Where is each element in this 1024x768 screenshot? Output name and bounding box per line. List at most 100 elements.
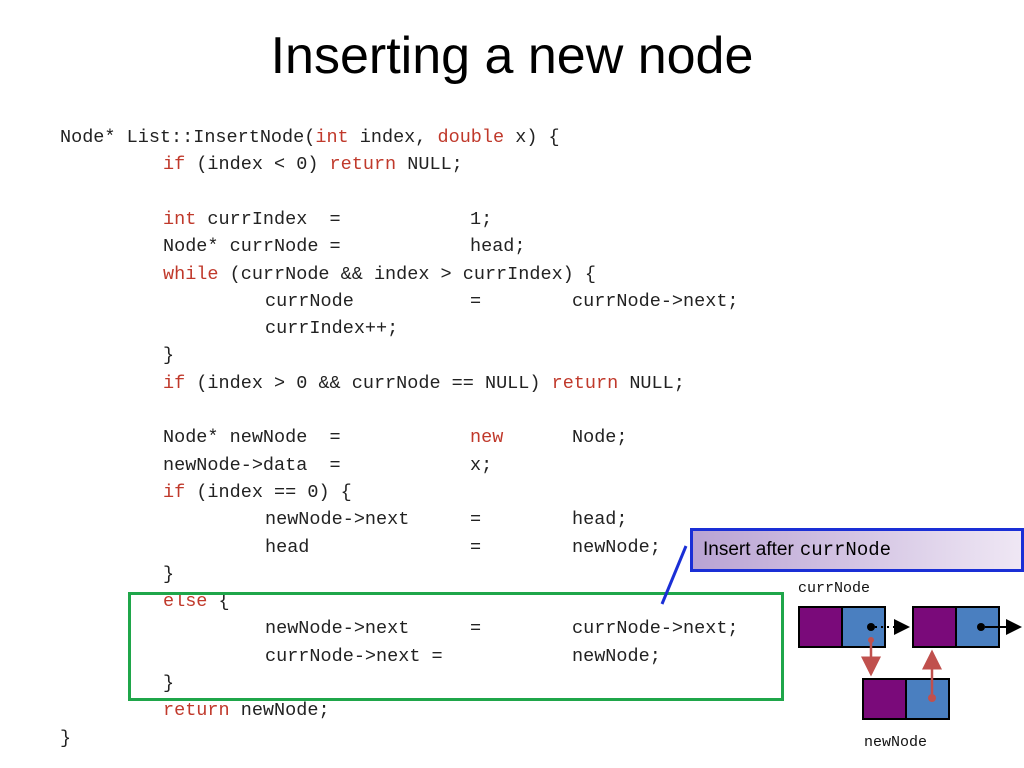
code-segment: head (265, 534, 309, 561)
code-line: Node* currNode = head; (60, 233, 780, 260)
code-line: head = newNode; (60, 534, 780, 561)
code-keyword: if (163, 372, 186, 394)
code-keyword: if (163, 154, 186, 176)
code-segment: currNode->next; (572, 288, 739, 315)
new-node-box (862, 678, 950, 720)
curr-node-pointer-dot (867, 623, 875, 631)
code-line: } (60, 561, 780, 588)
code-segment: if (index == 0) { (163, 479, 352, 506)
code-line: currNode = currNode->next; (60, 288, 780, 315)
code-text: = (470, 509, 482, 531)
code-line: currNode->next = newNode; (60, 643, 780, 670)
code-text: x; (470, 454, 493, 476)
code-text: NULL; (618, 372, 685, 394)
code-text: newNode; (572, 536, 661, 558)
code-segment: } (163, 561, 174, 588)
code-text: Node; (572, 427, 628, 449)
code-text: = (470, 290, 482, 312)
else-branch-highlight-box (128, 592, 784, 701)
code-text: (index > 0 && currNode == NULL) (185, 372, 552, 394)
curr-node-data-cell (800, 608, 843, 646)
new-node-next-cell (907, 680, 948, 718)
code-segment: currNode->next; (572, 615, 739, 642)
code-line: } (60, 342, 780, 369)
new-node-data-cell (864, 680, 907, 718)
code-text: newNode->next (265, 618, 410, 640)
code-segment: int currIndex = (163, 206, 341, 233)
code-segment: newNode; (572, 643, 661, 670)
code-segment: 1; (470, 206, 492, 233)
code-segment: } (163, 670, 174, 697)
code-segment: Node* newNode = (163, 424, 341, 451)
insert-after-callout: Insert after currNode (690, 528, 1024, 572)
code-line: else { (60, 588, 780, 615)
code-line: newNode->data = x; (60, 452, 780, 479)
code-segment: head; (470, 233, 526, 260)
callout-text: Insert after (703, 539, 794, 560)
code-keyword: while (163, 263, 219, 285)
code-keyword: int (315, 127, 349, 148)
code-text: } (163, 673, 175, 694)
code-text: currNode->next; (572, 290, 739, 312)
code-text: x) { (504, 127, 560, 148)
code-segment: new (470, 424, 503, 451)
code-text: newNode; (229, 700, 330, 722)
code-segment: = (470, 615, 481, 642)
code-text: currNode->next; (572, 618, 739, 640)
code-text: Node* newNode = (163, 427, 341, 449)
code-text: index, (348, 127, 438, 148)
code-segment: Node* List::InsertNode(int index, double… (60, 124, 560, 151)
code-text: } (60, 727, 72, 749)
code-text: 1; (470, 208, 493, 230)
code-line: if (index == 0) { (60, 479, 780, 506)
code-text: currIndex = (196, 208, 341, 230)
code-segment: } (163, 342, 174, 369)
code-text: = (470, 618, 482, 640)
code-segment: newNode->next (265, 615, 409, 642)
code-segment: = (470, 506, 481, 533)
code-line: } (60, 725, 780, 752)
code-segment: if (index < 0) return NULL; (163, 151, 463, 178)
next-node-data-cell (914, 608, 957, 646)
code-keyword: return (163, 700, 230, 722)
code-segment: currNode->next = (265, 643, 443, 670)
code-text: } (163, 345, 175, 367)
callout-code-text: currNode (799, 539, 892, 561)
code-line: while (currNode && index > currIndex) { (60, 261, 780, 288)
code-text: currIndex++; (265, 318, 399, 340)
slide-title: Inserting a new node (270, 27, 754, 85)
code-text: = (470, 536, 482, 558)
code-segment: while (currNode && index > currIndex) { (163, 261, 596, 288)
code-line: newNode->next=head; (60, 506, 780, 533)
code-segment: currNode (265, 288, 354, 315)
callout-pointer-line (660, 545, 688, 605)
newnode-label: newNode (864, 734, 928, 751)
code-segment: Node; (572, 424, 628, 451)
code-text: newNode; (572, 645, 661, 667)
code-text: (currNode && index > currIndex) { (218, 263, 596, 285)
code-text: Node* List::InsertNode( (60, 127, 316, 148)
code-text: (index == 0) { (185, 481, 352, 503)
code-text: head (265, 536, 310, 558)
code-keyword: if (163, 481, 186, 503)
code-segment: head; (572, 506, 628, 533)
code-keyword: double (437, 127, 505, 148)
currnode-label: currNode (798, 580, 871, 597)
code-keyword: new (470, 427, 504, 449)
code-segment: x; (470, 452, 492, 479)
code-segment: newNode->data = (163, 452, 341, 479)
code-keyword: return (329, 154, 397, 176)
code-line: int currIndex = 1; (60, 206, 780, 233)
code-line: } (60, 670, 780, 697)
code-keyword: int (163, 208, 197, 230)
next-node-box (912, 606, 1000, 648)
code-text: Node* currNode = (163, 236, 341, 258)
code-segment: = (470, 288, 481, 315)
code-keyword: else (163, 591, 208, 613)
code-text: NULL; (396, 154, 463, 176)
code-segment: Node* currNode = (163, 233, 341, 260)
code-line: currIndex++; (60, 315, 780, 342)
code-segment: return newNode; (163, 697, 330, 724)
code-text: } (163, 563, 175, 585)
